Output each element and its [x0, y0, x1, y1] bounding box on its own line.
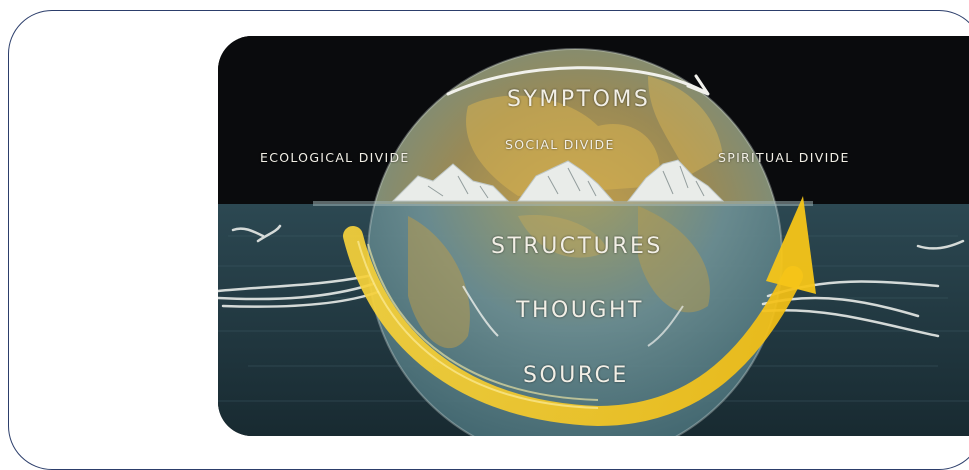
iceberg-globe-illustration: SYMPTOMS ECOLOGICAL DIVIDE SOCIAL DIVIDE… — [218, 36, 969, 436]
waterline — [313, 201, 813, 206]
label-social-divide: SOCIAL DIVIDE — [505, 137, 615, 152]
u-arrow-head — [766, 196, 816, 294]
label-source: SOURCE — [523, 363, 629, 388]
iceberg-shading — [427, 165, 705, 199]
icebergs — [391, 159, 725, 202]
top-arrow-head — [686, 74, 710, 96]
illustration-canvas — [218, 36, 969, 436]
label-symptoms: SYMPTOMS — [507, 87, 651, 112]
wind-strokes-left — [218, 224, 380, 308]
label-spiritual-divide: SPIRITUAL DIVIDE — [718, 150, 850, 165]
u-arrow — [343, 226, 803, 427]
top-arrow — [446, 66, 705, 96]
inner-arc-right — [647, 305, 684, 347]
inner-arc-left — [462, 285, 499, 337]
u-arrow-streaks — [357, 240, 599, 409]
label-structures: STRUCTURES — [491, 234, 663, 259]
label-thought: THOUGHT — [516, 298, 644, 323]
label-ecological-divide: ECOLOGICAL DIVIDE — [260, 150, 410, 165]
